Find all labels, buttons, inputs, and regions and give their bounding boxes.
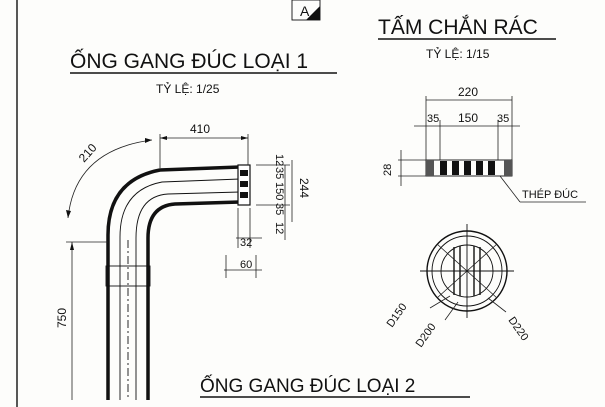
dim-35-right: 35 xyxy=(497,113,509,125)
pipe1-dimensions: 410 210 750 12 35 150 35 12 244 32 60 xyxy=(55,122,311,400)
section-marker: A xyxy=(291,0,321,21)
dim-d200: D200 xyxy=(414,321,439,349)
section-arrow-icon xyxy=(306,6,320,20)
grate-plan xyxy=(420,224,514,321)
dim-150: 150 xyxy=(458,111,478,125)
dim-410: 410 xyxy=(190,122,210,136)
pipe2-title: ỐNG GANG ĐÚC LOẠI 2 xyxy=(200,375,415,397)
grate-scale: TỶ LỆ: 1/15 xyxy=(426,46,490,61)
grate-title: TẤM CHẮN RÁC xyxy=(378,15,538,39)
pipe1-title: ỐNG GANG ĐÚC LOẠI 1 xyxy=(70,49,308,73)
dim-32: 32 xyxy=(240,237,252,249)
dim-d150: D150 xyxy=(385,301,410,329)
pipe1-drawing xyxy=(105,164,251,400)
dim-244: 244 xyxy=(297,178,311,198)
dim-flange-12a: 12 xyxy=(273,154,285,166)
section-letter: A xyxy=(300,3,310,19)
dim-flange-35a: 35 xyxy=(273,167,285,179)
grate-dimensions: 220 35 150 35 28 THÉP ĐÚC xyxy=(382,85,586,203)
dim-750: 750 xyxy=(55,308,69,328)
dim-60: 60 xyxy=(240,259,252,271)
dim-flange-12b: 12 xyxy=(273,222,285,234)
grate-material-label: THÉP ĐÚC xyxy=(522,188,578,201)
dim-d220: D220 xyxy=(506,315,531,343)
dim-35-left: 35 xyxy=(427,113,439,125)
dim-220: 220 xyxy=(458,85,478,99)
grate-section xyxy=(425,159,513,177)
dim-flange-150: 150 xyxy=(273,182,285,200)
pipe1-scale: TỶ LỆ: 1/25 xyxy=(156,81,220,96)
dim-28: 28 xyxy=(382,164,394,176)
dim-flange-35b: 35 xyxy=(273,203,285,215)
